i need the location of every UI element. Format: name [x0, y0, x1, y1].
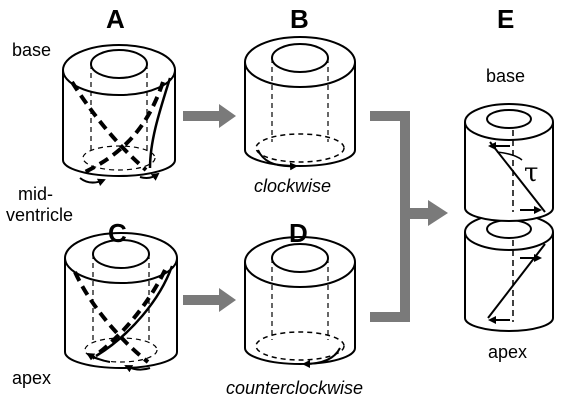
cylinder-c — [64, 232, 178, 373]
panel-label-d: D — [289, 218, 308, 248]
gray-arrow-a-to-b — [183, 104, 236, 128]
cylinder-b — [244, 36, 356, 171]
cylinder-e-bottom — [464, 213, 554, 332]
label-mid-line1: mid- — [18, 184, 53, 204]
panel-label-b: B — [290, 4, 309, 34]
label-apex-left: apex — [12, 368, 51, 388]
label-tau: τ — [524, 158, 538, 188]
panel-label-e: E — [497, 4, 514, 34]
cylinder-a — [62, 44, 176, 187]
panel-label-c: C — [108, 218, 127, 248]
label-base-right: base — [486, 66, 525, 86]
cylinder-d — [244, 236, 356, 368]
label-base-left: base — [12, 40, 51, 60]
gray-arrow-c-to-d — [183, 288, 236, 312]
label-apex-right: apex — [488, 342, 527, 362]
label-counterclockwise: counterclockwise — [226, 378, 363, 398]
gray-bracket-to-e — [370, 111, 448, 322]
cylinder-e-top — [464, 103, 554, 222]
label-mid-line2: ventricle — [6, 205, 73, 225]
label-clockwise: clockwise — [254, 176, 331, 196]
panel-label-a: A — [106, 4, 125, 34]
